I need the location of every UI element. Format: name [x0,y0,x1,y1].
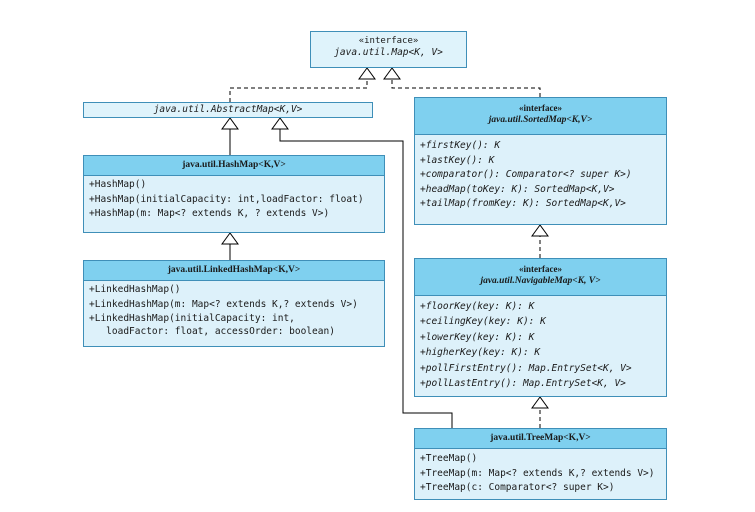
hashmap-header: java.util.HashMap<K,V> [84,156,384,176]
sortedmap-methods: +firstKey(): K +lastKey(): K +comparator… [415,135,666,216]
sortedmap-stereotype: «interface» [519,103,562,113]
hashmap-method: +HashMap() [89,179,147,190]
map-interface-box: «interface» java.util.Map<K, V> [310,31,467,68]
treemap-box: java.util.TreeMap<K,V> +TreeMap() +TreeM… [414,428,667,500]
treemap-to-abstractmap-edge [279,129,453,428]
sortedmap-method: +comparator(): Comparator<? super K>) [420,169,632,181]
map-arrowhead-right [383,67,401,80]
treemap-header: java.util.TreeMap<K,V> [415,429,666,449]
abstractmap-header: java.util.AbstractMap<K,V> [84,103,372,116]
sortedmap-to-map-edge [391,79,541,97]
treemap-name: java.util.TreeMap<K,V> [490,433,591,443]
treemap-method: +TreeMap(c: Comparator<? super K>) [420,482,615,494]
linkedhashmap-box: java.util.LinkedHashMap<K,V> +LinkedHash… [83,260,385,347]
navigablemap-method: +lowerKey(key: K): K [420,331,535,343]
abstractmap-name: java.util.AbstractMap<K,V> [153,104,303,115]
navigablemap-method: +higherKey(key: K): K [420,347,541,359]
navigablemap-method: +pollFirstEntry(): Map.EntrySet<K, V> [420,362,632,374]
map-arrowhead-left [358,67,376,80]
sortedmap-method: +headMap(toKey: K): SortedMap<K,V> [420,183,615,195]
hashmap-name: java.util.HashMap<K,V> [182,160,286,170]
linkedhashmap-name: java.util.LinkedHashMap<K,V> [167,265,301,275]
abstractmap-to-map-edge [229,79,368,102]
navigablemap-header: «interface» java.util.NavigableMap<K, V> [415,259,666,296]
sortedmap-arrowhead [531,224,549,237]
sortedmap-header: «interface» java.util.SortedMap<K,V> [415,98,666,135]
navigablemap-method: +pollLastEntry(): Map.EntrySet<K, V> [420,378,626,390]
hashmap-method: +HashMap(initialCapacity: int,loadFactor… [89,193,364,205]
navigablemap-methods: +floorKey(key: K): K +ceilingKey(key: K)… [415,296,666,395]
hashmap-methods: +HashMap() +HashMap(initialCapacity: int… [84,176,384,226]
linkedhashmap-method: +LinkedHashMap(m: Map<? extends K,? exte… [89,298,358,310]
map-stereotype: «interface» [358,36,419,46]
navigablemap-name: java.util.NavigableMap<K, V> [480,276,601,286]
linkedhashmap-methods: +LinkedHashMap() +LinkedHashMap(m: Map<?… [84,281,384,342]
sortedmap-method: +lastKey(): K [420,154,495,166]
navigablemap-stereotype: «interface» [519,264,562,274]
sortedmap-method: +firstKey(): K [420,140,501,151]
navigablemap-box: «interface» java.util.NavigableMap<K, V>… [414,258,667,397]
map-interface-header: «interface» java.util.Map<K, V> [311,32,466,59]
abstractmap-arrowhead-left [221,117,239,130]
sortedmap-name: java.util.SortedMap<K,V> [488,115,593,125]
linkedhashmap-method: +LinkedHashMap() [89,284,181,295]
hashmap-box: java.util.HashMap<K,V> +HashMap() +HashM… [83,155,385,233]
navigablemap-method: +floorKey(key: K): K [420,301,535,312]
treemap-method: +TreeMap() [420,453,478,464]
linkedhashmap-header: java.util.LinkedHashMap<K,V> [84,261,384,281]
sortedmap-box: «interface» java.util.SortedMap<K,V> +fi… [414,97,667,225]
navigablemap-method: +ceilingKey(key: K): K [420,316,546,328]
map-interface-name: java.util.Map<K, V> [334,47,443,58]
linkedhashmap-method: +LinkedHashMap(initialCapacity: int, loa… [89,313,335,338]
sortedmap-method: +tailMap(fromKey: K): SortedMap<K,V> [420,198,626,210]
abstractmap-arrowhead-right [271,117,289,130]
hashmap-arrowhead [221,232,239,245]
treemap-methods: +TreeMap() +TreeMap(m: Map<? extends K,?… [415,449,666,500]
abstractmap-box: java.util.AbstractMap<K,V> [83,102,373,118]
navigablemap-arrowhead [531,396,549,409]
treemap-method: +TreeMap(m: Map<? extends K,? extends V>… [420,467,655,479]
hashmap-method: +HashMap(m: Map<? extends K, ? extends V… [89,208,330,220]
